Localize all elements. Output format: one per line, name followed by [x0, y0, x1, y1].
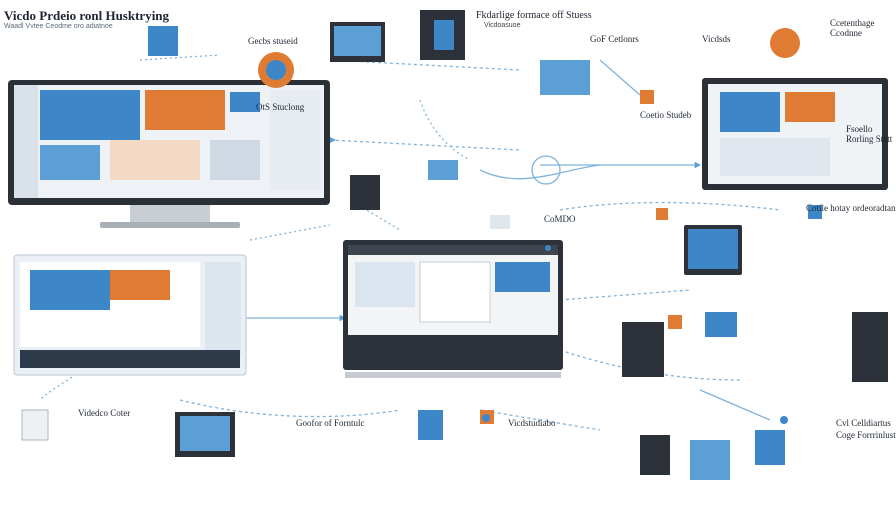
label-fsoello: Fsoello [846, 124, 873, 134]
main-subtitle: Waadl Vvtee Ceodme oro adiatnoe [4, 23, 113, 30]
box-icon [640, 90, 654, 104]
monitor-icon [418, 410, 443, 440]
top-center-title: Fkdarlige formace off Stuess [476, 10, 592, 21]
box-icon [668, 315, 682, 329]
server-tower-icon [622, 322, 664, 377]
device-icons [21, 10, 888, 480]
monitor-icon [690, 440, 730, 480]
server-tower-icon [640, 435, 670, 475]
monitor-icon [21, 409, 49, 441]
box-icon [808, 205, 822, 219]
label-ots-stuclong: OtS Stuclong [256, 102, 305, 112]
monitor-icon [705, 312, 737, 337]
label-rorling-statt: Rorling Statt [846, 134, 893, 144]
camera-rig-icon [770, 28, 800, 58]
label-comdo: CoMDO [544, 214, 576, 224]
label-vicdsds: Vicdsds [702, 34, 731, 44]
monitor-icon [540, 60, 590, 95]
box-icon [656, 208, 668, 220]
label-goofor-forntulc: Goofor of Forntulc [296, 418, 365, 428]
top-center-subtitle: Vicdoasuoe [484, 22, 521, 29]
server-tower-icon [350, 175, 380, 210]
server-tower-icon [852, 312, 888, 382]
connector-node-icon [780, 416, 788, 424]
main-monitor [8, 80, 330, 228]
connector-node-icon [482, 414, 490, 422]
center-monitor [343, 240, 563, 378]
label-ccetenthage: Ccetenthage [830, 18, 875, 28]
left-secondary-monitor [13, 254, 247, 376]
monitor-icon [428, 160, 458, 180]
box-icon [490, 215, 510, 229]
label-vicdstudiabo: Vicdstudiabo [508, 418, 556, 428]
label-coge-forrrinlust: Coge Forrrinlust [836, 430, 896, 440]
main-title: Vicdo Prdeio ronl Husktrying [4, 8, 170, 23]
label-videdco-coter: Videdco Coter [78, 408, 131, 418]
label-ccodnne: Ccodnne [830, 28, 862, 38]
monitor-icon [148, 26, 178, 56]
label-gof-cetlonrs: GoF Cetlonrs [590, 34, 639, 44]
label-cvl-celldiartus: Cvl Celldiartus [836, 418, 891, 428]
label-cotile-hotay: Cotile hotay ordeoradtan [806, 203, 896, 213]
label-gecbs-stuseid: Gecbs stuseid [248, 36, 298, 46]
label-coetio-studeb: Coetio Studeb [640, 110, 692, 120]
connector-node-icon [545, 245, 551, 251]
monitor-icon [755, 430, 785, 465]
right-monitor [702, 78, 888, 190]
